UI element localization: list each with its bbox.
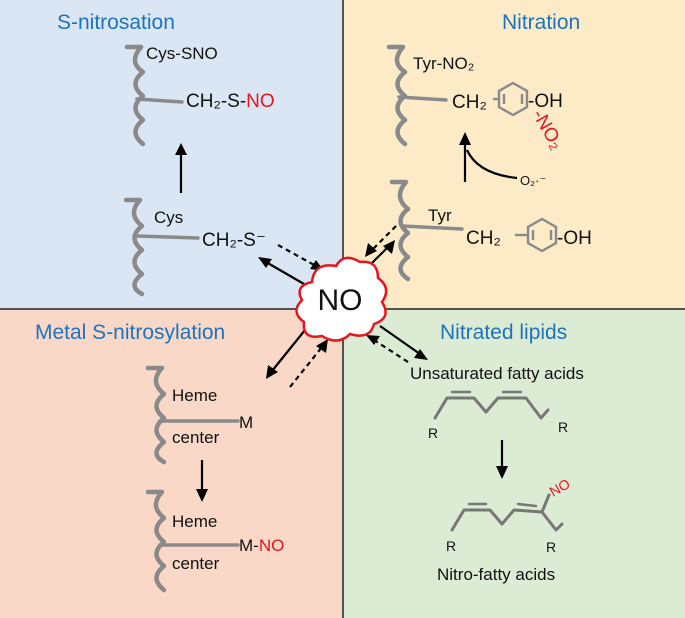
benzene-ring-icon (515, 217, 558, 253)
protein-backbone-icon (145, 489, 167, 593)
superoxide-curve (466, 149, 518, 180)
metal-arrowhead (196, 489, 208, 502)
no-cloud-icon (295, 256, 388, 342)
arrowhead-cys (258, 257, 272, 268)
heme-label-2: Heme (172, 512, 217, 531)
unsaturated-fatty-acids-label: Unsaturated fatty acids (410, 364, 584, 383)
benzene-ring-icon (493, 81, 529, 117)
tyr-label: Tyr (428, 206, 452, 225)
tyr-oh-label: -OH (557, 228, 592, 249)
nitro-fatty-acid-chain-icon (450, 493, 564, 532)
ch2-s-minus-group: CH₂-S⁻ (202, 230, 266, 251)
arrowhead-lipid-no (366, 335, 380, 345)
side-chain-bond (135, 97, 184, 104)
arrowhead-tyr-no (365, 243, 377, 257)
lipid-arrowhead (496, 466, 508, 479)
nitration-arrowhead (459, 132, 471, 145)
lipids-title: Nitrated lipids (440, 321, 567, 344)
arrow-lipid-to-no (373, 339, 409, 363)
protein-backbone-icon (124, 44, 146, 147)
quadrant-lipids-bg (343, 309, 685, 618)
cys-label: Cys (154, 208, 183, 227)
arrowhead-tyr (383, 240, 395, 254)
arrowhead-lipid (414, 349, 428, 360)
nitrated-ch2-label: CH₂ (452, 92, 487, 113)
metal-no-highlight: NO (259, 536, 285, 555)
center-label-1: center (172, 428, 220, 447)
arrow-cys-to-no (277, 244, 317, 267)
r-group-1: R (428, 425, 438, 441)
heme-label-1: Heme (172, 386, 217, 405)
ch2-s-no-group: CH₂-S-NO (186, 91, 275, 112)
metal-title: Metal S-nitrosylation (35, 321, 225, 344)
protein-backbone-icon (123, 197, 145, 297)
nitro-fatty-acids-label: Nitro-fatty acids (437, 565, 555, 584)
ch2-s-prefix: CH₂-S- (186, 91, 246, 112)
arrow-tyr-to-no (371, 225, 397, 251)
tyr-no2-label: Tyr-NO₂ (413, 54, 474, 73)
fatty-acid-chain-icon (433, 390, 550, 420)
arrow-no-to-cys (265, 261, 305, 285)
metal-label-1: M (239, 413, 253, 432)
protein-backbone-icon (389, 179, 411, 282)
quadrant-metal-bg (0, 309, 343, 618)
quadrant-s-nitrosation-bg (0, 0, 343, 309)
side-chain-bond (397, 95, 448, 102)
s-nitrosation-title: S-nitrosation (57, 11, 175, 34)
side-chain-bond (400, 224, 464, 231)
metal-prefix: M- (239, 536, 259, 555)
r-group-3: R (446, 538, 456, 554)
no-center-label: NO (318, 284, 363, 317)
center-label-2: center (172, 554, 220, 573)
metal-no-group: M-NO (239, 536, 284, 555)
cys-sno-label: Cys-SNO (146, 44, 218, 63)
protein-backbone-icon (145, 365, 167, 465)
no-highlight: NO (246, 91, 275, 112)
superoxide-label: O₂·⁻ (520, 173, 546, 188)
arrowhead-heme-no (316, 339, 328, 353)
side-chain-bond (135, 234, 200, 240)
arrow-no-to-lipid (379, 325, 421, 355)
tyr-ch2-label: CH₂ (466, 228, 501, 249)
arrowhead-heme (266, 365, 278, 379)
s-nitrosation-arrowhead (175, 143, 187, 155)
nitrated-oh-label: -OH (528, 91, 563, 112)
r-group-2: R (558, 419, 568, 435)
r-group-4: R (546, 539, 556, 555)
nitration-title: Nitration (502, 11, 580, 34)
arrow-no-to-heme (271, 329, 306, 372)
